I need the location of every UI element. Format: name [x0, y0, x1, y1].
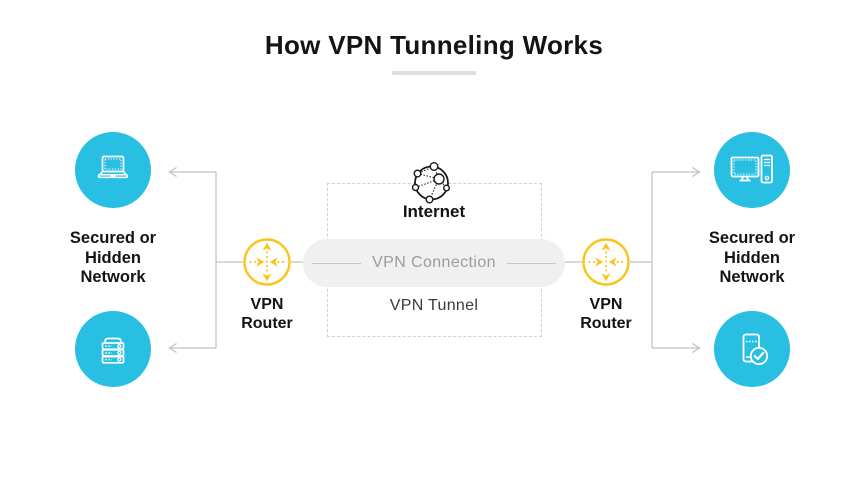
pill-line-right [506, 262, 557, 264]
vpn-connection-label: VPN Connection [372, 254, 496, 271]
network-node-desktop [714, 132, 790, 208]
network-label-right: Secured or Hidden Network [662, 229, 842, 288]
server-rack-icon [101, 337, 125, 364]
network-label-line: Secured or [708, 229, 796, 247]
router-label-right: VPN Router [556, 295, 656, 333]
network-label-line: Hidden [85, 248, 141, 267]
vpn-connection-pill: VPN Connection [303, 239, 565, 287]
router-icon-right [580, 236, 632, 288]
network-node-laptop [75, 132, 151, 208]
vpn-tunnel-label: VPN Tunnel [389, 297, 479, 314]
internet-label: Internet [402, 202, 466, 221]
network-node-phone [714, 311, 790, 387]
page-title: How VPN Tunneling Works [264, 30, 604, 60]
laptop-icon [97, 155, 129, 179]
router-icon-left [241, 236, 293, 288]
network-label-line: Network [719, 268, 785, 286]
router-label-left: VPN Router [217, 295, 317, 333]
network-label-line: Secured or [69, 229, 157, 247]
phone-verified-icon [742, 333, 769, 366]
pill-line-left [312, 262, 362, 264]
router-label-line: Router [580, 315, 632, 332]
network-label-line: Hidden [724, 248, 780, 267]
internet-globe-icon [409, 160, 455, 204]
network-node-server [75, 311, 151, 387]
desktop-computer-icon [730, 154, 773, 184]
router-label-line: Router [241, 315, 293, 332]
router-label-line: VPN [589, 296, 623, 313]
title-underline [392, 71, 476, 75]
router-label-line: VPN [250, 296, 284, 313]
network-label-left: Secured or Hidden Network [23, 229, 203, 288]
network-label-line: Network [80, 268, 146, 286]
